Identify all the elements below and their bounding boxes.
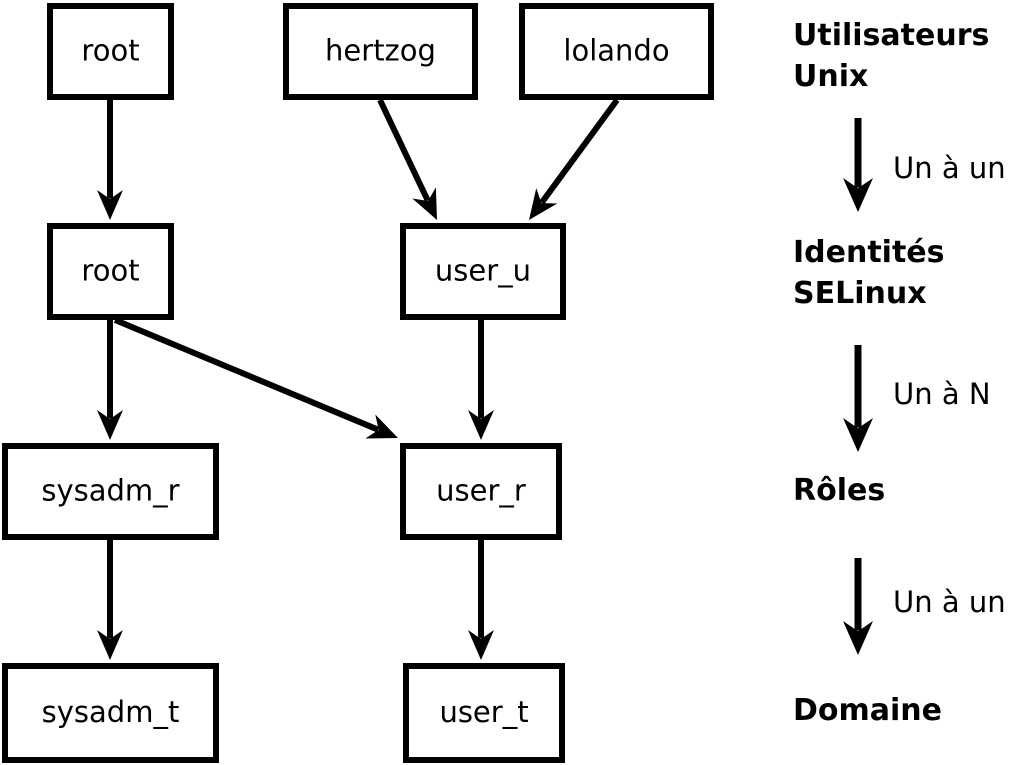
node-user-t[interactable]: user_t xyxy=(403,663,565,763)
arrow-head-icon xyxy=(97,630,123,660)
edge-lolando-to-user-u xyxy=(529,98,620,220)
legend-stage-label: Domaine xyxy=(793,693,942,728)
node-label: hertzog xyxy=(325,34,436,68)
legend-relation-label: Un à N xyxy=(893,377,991,411)
node-label: user_r xyxy=(436,474,526,508)
node-box[interactable] xyxy=(283,3,478,100)
node-label: root xyxy=(81,34,139,68)
edge-layer xyxy=(97,98,620,660)
node-hertzog[interactable]: hertzog xyxy=(283,3,478,100)
legend-stage-roles: Rôles xyxy=(793,473,885,508)
node-label: sysadm_r xyxy=(41,474,179,508)
legend-relation-label: Un à un xyxy=(893,151,1006,185)
arrow-head-icon xyxy=(468,410,494,440)
node-label: root xyxy=(81,254,139,288)
legend-relation-one-to-n: Un à N xyxy=(843,345,991,452)
node-lolando[interactable]: lolando xyxy=(519,3,714,100)
node-user-r[interactable]: user_r xyxy=(400,443,562,540)
node-box[interactable] xyxy=(400,223,566,320)
node-user-u[interactable]: user_u xyxy=(400,223,566,320)
node-box[interactable] xyxy=(2,663,219,763)
node-box[interactable] xyxy=(400,443,562,540)
edge-unix-root-to-selinux-root xyxy=(97,100,123,220)
edge-hertzog-to-user-u xyxy=(377,98,437,220)
arrow-head-icon xyxy=(468,630,494,660)
legend-relation-label: Un à un xyxy=(893,585,1006,619)
arrow-head-icon xyxy=(97,190,123,220)
node-box[interactable] xyxy=(47,3,174,100)
arrow-head-icon xyxy=(365,414,398,439)
node-box[interactable] xyxy=(2,443,219,540)
edge-user-u-to-user-r xyxy=(468,320,494,440)
arrow-head-icon xyxy=(97,410,123,440)
node-sysadm-t[interactable]: sysadm_t xyxy=(2,663,219,763)
node-label: sysadm_t xyxy=(42,695,180,729)
arrow-head-icon xyxy=(843,621,873,655)
node-label: lolando xyxy=(563,34,669,68)
arrow-head-icon xyxy=(843,178,873,212)
edge-selinux-root-to-user-r xyxy=(113,317,398,439)
arrow-head-icon xyxy=(412,187,437,220)
node-label: user_u xyxy=(435,254,531,288)
node-label: user_t xyxy=(439,695,528,729)
edge-line xyxy=(539,98,620,205)
edge-selinux-root-to-sysadm-r xyxy=(97,320,123,440)
edge-sysadm-r-to-sysadm-t xyxy=(97,540,123,660)
legend-relation-one-to-one-bottom: Un à un xyxy=(843,558,1006,655)
edge-user-r-to-user-t xyxy=(468,540,494,660)
node-box[interactable] xyxy=(403,663,565,763)
edge-line xyxy=(113,317,380,433)
node-box[interactable] xyxy=(47,223,174,320)
legend-relation-one-to-one-top: Un à un xyxy=(843,118,1006,212)
node-sysadm-r[interactable]: sysadm_r xyxy=(2,443,219,540)
node-box[interactable] xyxy=(519,3,714,100)
edge-line xyxy=(377,98,431,202)
arrow-head-icon xyxy=(843,418,873,452)
legend-stage-label: Rôles xyxy=(793,473,885,508)
arrow-head-icon xyxy=(529,188,558,220)
legend-stage-domain: Domaine xyxy=(793,693,942,728)
node-layer: root hertzog lolando root user_u sysadm_… xyxy=(2,3,714,763)
node-selinux-root[interactable]: root xyxy=(47,223,174,320)
node-unix-root[interactable]: root xyxy=(47,3,174,100)
